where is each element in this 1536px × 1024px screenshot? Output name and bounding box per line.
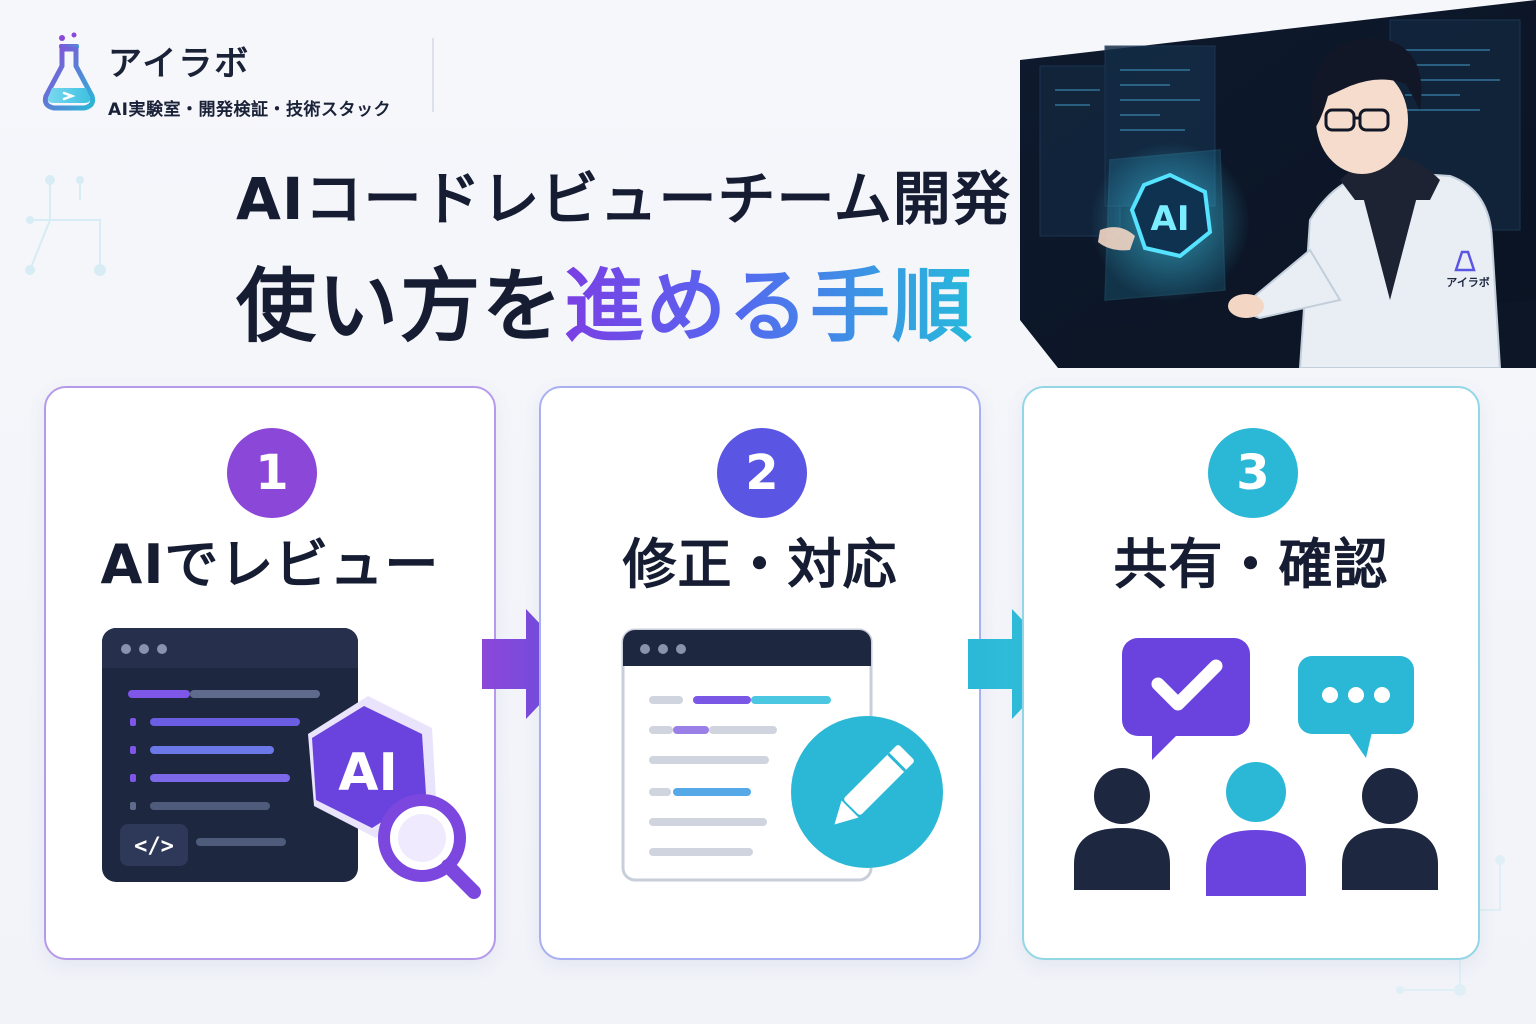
step-title-3: 共有・確認 — [1113, 533, 1389, 596]
edit-document-illustration — [621, 628, 943, 882]
circuit-decoration-icon — [25, 175, 106, 276]
step-number-1: 1 — [227, 428, 317, 518]
coat-logo-text: アイラボ — [1446, 275, 1489, 289]
code-review-illustration: </> AI — [102, 628, 481, 899]
arrow-right-icon — [482, 609, 578, 719]
step-title-1: AIでレビュー — [100, 533, 440, 596]
step-card-1: 1 AIでレビュー </> AI — [44, 386, 496, 960]
step-card-3: 3 共有・確認 — [1022, 386, 1480, 960]
chat-bubble-icon — [1298, 656, 1414, 758]
ai-badge-text: AI — [338, 743, 398, 803]
brand-tagline: AI実験室・開発検証・技術スタック — [108, 100, 391, 120]
step-number-2: 2 — [717, 428, 807, 518]
subtitle-plain: 使い方を — [236, 260, 564, 353]
page-subtitle: 使い方を進める手順 — [236, 242, 974, 358]
team-members-icon — [1074, 762, 1438, 896]
brand-name: アイラボ — [108, 44, 251, 84]
flask-logo-icon — [42, 32, 96, 111]
check-bubble-icon — [1122, 638, 1250, 760]
hologram-ai-text: AI — [1151, 199, 1190, 239]
step-number-3: 3 — [1208, 428, 1298, 518]
step-card-2: 2 修正・対応 — [539, 386, 981, 960]
brand-divider — [432, 38, 434, 112]
hero-illustration: AI アイラボ — [1020, 0, 1536, 368]
page-title: AIコードレビューチーム開発 — [236, 165, 1011, 233]
arrow-right-icon — [968, 609, 1064, 719]
code-tag-text: </> — [134, 834, 174, 859]
brand-block: アイラボ AI実験室・開発検証・技術スタック — [40, 30, 391, 120]
step-title-2: 修正・対応 — [622, 533, 898, 596]
team-share-illustration — [1074, 638, 1438, 896]
subtitle-highlight: 進める手順 — [564, 260, 974, 353]
